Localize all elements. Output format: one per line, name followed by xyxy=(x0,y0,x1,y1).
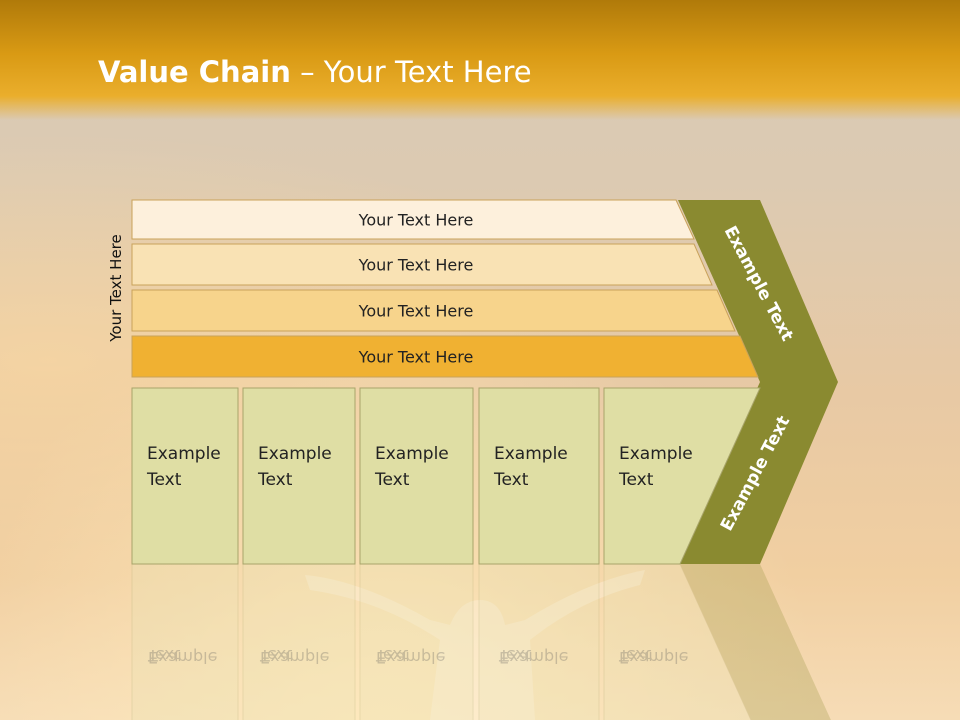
row-band-2 xyxy=(131,243,713,286)
column-text-line1-1: Example xyxy=(147,444,221,464)
title-rest: – Your Text Here xyxy=(290,55,532,89)
svg-text:Example: Example xyxy=(260,648,329,667)
column-text-line1-4: Example xyxy=(494,444,568,464)
row-label-1: Your Text Here xyxy=(358,211,474,230)
column-box-3 xyxy=(359,387,474,565)
row-label-3: Your Text Here xyxy=(358,302,474,321)
column-text-line2-1: Text xyxy=(146,470,182,490)
diagram-reflection xyxy=(131,563,831,720)
chevron-arrow xyxy=(678,200,838,564)
svg-text:Text: Text xyxy=(259,646,292,665)
svg-text:Text: Text xyxy=(618,646,651,665)
person-silhouette-image xyxy=(305,570,645,720)
row-band-4 xyxy=(131,335,759,378)
header-bar xyxy=(0,0,960,120)
column-text-line1-5: Example xyxy=(619,444,693,464)
column-box-4 xyxy=(478,387,600,565)
column-text-line2-2: Text xyxy=(257,470,293,490)
svg-text:Example: Example xyxy=(619,648,688,667)
svg-text:Example: Example xyxy=(148,648,217,667)
reflection-text: Example Text Example Text Example Text E… xyxy=(147,646,688,667)
row-label-4: Your Text Here xyxy=(358,348,474,367)
column-text-line2-4: Text xyxy=(493,470,529,490)
row-label-2: Your Text Here xyxy=(358,256,474,275)
column-box-2 xyxy=(242,387,356,565)
svg-text:Text: Text xyxy=(498,646,531,665)
column-text-line1-2: Example xyxy=(258,444,332,464)
svg-text:Text: Text xyxy=(375,646,408,665)
column-box-5 xyxy=(603,387,761,565)
svg-text:Example: Example xyxy=(499,648,568,667)
page-title: Value Chain – Your Text Here xyxy=(98,55,532,89)
column-text-line1-3: Example xyxy=(375,444,449,464)
title-bold: Value Chain xyxy=(98,55,291,89)
column-text-line2-5: Text xyxy=(618,470,654,490)
row-band-1 xyxy=(131,199,695,240)
column-box-1 xyxy=(131,387,239,565)
row-band-3 xyxy=(131,289,736,332)
svg-text:Example: Example xyxy=(376,648,445,667)
column-text-line2-3: Text xyxy=(374,470,410,490)
svg-text:Text: Text xyxy=(147,646,180,665)
